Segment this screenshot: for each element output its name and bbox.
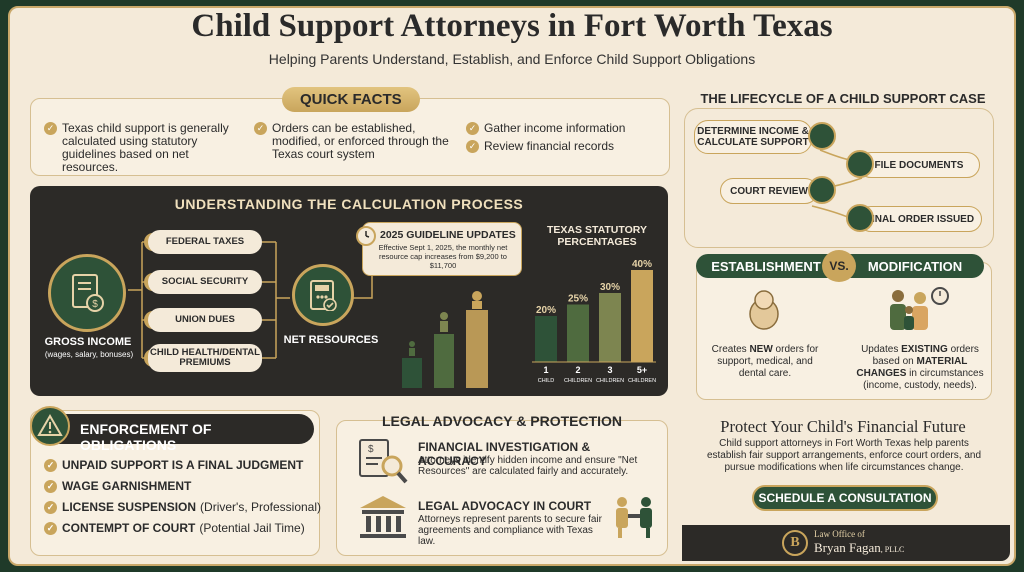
tick-label-number: 2 xyxy=(575,365,580,375)
bar-5+ xyxy=(631,270,653,362)
gross-income-label: GROSS INCOME xyxy=(44,336,132,348)
deduction-item: UNION DUES xyxy=(148,308,262,332)
data-label: 30% xyxy=(600,282,620,293)
check-icon: ✓ xyxy=(44,521,57,535)
lifecycle-title: THE LIFECYCLE OF A CHILD SUPPORT CASE xyxy=(700,91,986,106)
deduction-item: FEDERAL TAXES xyxy=(148,230,262,254)
law-office-logo: B xyxy=(782,530,808,556)
page-subtitle: Helping Parents Understand, Establish, a… xyxy=(268,51,756,67)
advocacy-panel xyxy=(336,420,668,556)
bar-2 xyxy=(567,304,589,362)
handshake-icon xyxy=(610,494,658,540)
check-icon: ✓ xyxy=(44,122,57,135)
tick-label-number: 3 xyxy=(607,365,612,375)
establishment-text: Creates NEW orders for support, medical,… xyxy=(711,344,819,379)
check-icon: ✓ xyxy=(44,479,57,493)
establishment-label: ESTABLISHMENT xyxy=(696,254,836,278)
document-search-icon: $ xyxy=(356,438,410,484)
net-resources-label: NET RESOURCES xyxy=(283,334,379,346)
order-document-icon xyxy=(846,204,874,232)
tick-label-number: 5+ xyxy=(637,365,647,375)
document-icon xyxy=(846,150,874,178)
tick-label-word: CHILDREN xyxy=(564,378,592,384)
check-icon: ✓ xyxy=(254,122,267,135)
svg-text:$: $ xyxy=(368,444,374,455)
check-icon: ✓ xyxy=(466,140,479,153)
schedule-consultation-button[interactable]: SCHEDULE A CONSULTATION xyxy=(752,485,938,511)
bar-3 xyxy=(599,293,621,362)
footer-line1: Law Office of xyxy=(814,529,865,539)
quick-fact-item: ✓ Texas child support is generally calcu… xyxy=(44,122,244,174)
tick-label-number: 1 xyxy=(543,365,548,375)
gross-income-icon: $ xyxy=(48,254,126,332)
data-label: 25% xyxy=(568,294,588,305)
gross-income-sub: (wages, salary, bonuses) xyxy=(44,350,134,359)
advocacy-item-title: LEGAL ADVOCACY IN COURT xyxy=(418,499,592,513)
advocacy-item-text: Attorneys represent parents to secure fa… xyxy=(418,514,602,547)
advocacy-item-title: FINANCIAL INVESTIGATION & ACCURACY xyxy=(418,440,591,468)
enforcement-item: ✓LICENSE SUSPENSION(Driver's, Profession… xyxy=(44,500,321,514)
baby-icon xyxy=(744,286,784,330)
gavel-icon xyxy=(808,176,836,204)
lifecycle-step: DETERMINE INCOME & CALCULATE SUPPORT xyxy=(694,120,812,154)
enforcement-title: ENFORCEMENT OF OBLIGATIONS xyxy=(80,421,212,453)
people-growth-bars xyxy=(398,290,492,388)
protect-title: Protect Your Child's Financial Future xyxy=(720,417,966,436)
deduction-item: SOCIAL SECURITY xyxy=(148,270,262,294)
deduction-item: CHILD HEALTH/DENTAL PREMIUMS xyxy=(148,344,262,372)
tick-label-word: CHILDREN xyxy=(628,378,656,384)
family-icon xyxy=(884,286,950,334)
quick-fact-item: ✓ Orders can be established, modified, o… xyxy=(254,122,454,161)
quick-facts-label: QUICK FACTS xyxy=(282,87,420,112)
tick-label-word: CHILDREN xyxy=(596,378,624,384)
bar-1 xyxy=(535,316,557,362)
calculator-icon xyxy=(808,122,836,150)
courthouse-icon xyxy=(356,494,410,540)
lifecycle-step: FILE DOCUMENTS xyxy=(858,152,980,178)
page-title: Child Support Attorneys in Fort Worth Te… xyxy=(191,8,833,44)
enforcement-item: ✓CONTEMPT OF COURT(Potential Jail Time) xyxy=(44,521,305,535)
data-label: 20% xyxy=(536,305,556,316)
check-icon: ✓ xyxy=(44,500,57,514)
versus-panel xyxy=(696,262,992,400)
quick-fact-item: ✓ Review financial records xyxy=(466,140,656,153)
guideline-update-text: Effective Sept 1, 2025, the monthly net … xyxy=(378,243,508,270)
enforcement-item: ✓UNPAID SUPPORT IS A FINAL JUDGMENT xyxy=(44,458,303,472)
guideline-update-box xyxy=(362,222,522,276)
guideline-update-title: 2025 GUIDELINE UPDATES xyxy=(380,229,516,241)
statutory-title: TEXAS STATUTORY PERCENTAGES xyxy=(547,224,647,248)
enforcement-item: ✓WAGE GARNISHMENT xyxy=(44,479,191,493)
enforcement-header xyxy=(34,414,314,444)
data-label: 40% xyxy=(632,259,652,270)
advocacy-title: LEGAL ADVOCACY & PROTECTION xyxy=(381,413,623,429)
calculation-title: UNDERSTANDING THE CALCULATION PROCESS xyxy=(174,196,524,212)
footer-bar xyxy=(682,525,1010,561)
protect-text: Child support attorneys in Fort Worth Te… xyxy=(706,438,982,473)
lifecycle-step: FINAL ORDER ISSUED xyxy=(858,206,982,232)
check-icon: ✓ xyxy=(466,122,479,135)
calculator-icon xyxy=(292,264,354,326)
svg-text:$: $ xyxy=(92,299,98,310)
vs-badge: VS. xyxy=(822,250,856,282)
check-icon: ✓ xyxy=(44,458,57,472)
footer-line2: Bryan Fagan, PLLC xyxy=(814,540,905,555)
advocacy-item-text: Attorneys identify hidden income and ens… xyxy=(418,455,638,477)
modification-label: MODIFICATION xyxy=(846,254,984,278)
lifecycle-panel xyxy=(684,108,994,248)
clock-icon xyxy=(356,226,376,246)
quick-fact-item: ✓ Gather income information xyxy=(466,122,656,135)
warning-icon xyxy=(30,406,70,446)
tick-label-word: CHILD xyxy=(538,378,555,384)
lifecycle-step: COURT REVIEW xyxy=(720,178,818,204)
modification-text: Updates EXISTING orders based on MATERIA… xyxy=(856,344,984,391)
